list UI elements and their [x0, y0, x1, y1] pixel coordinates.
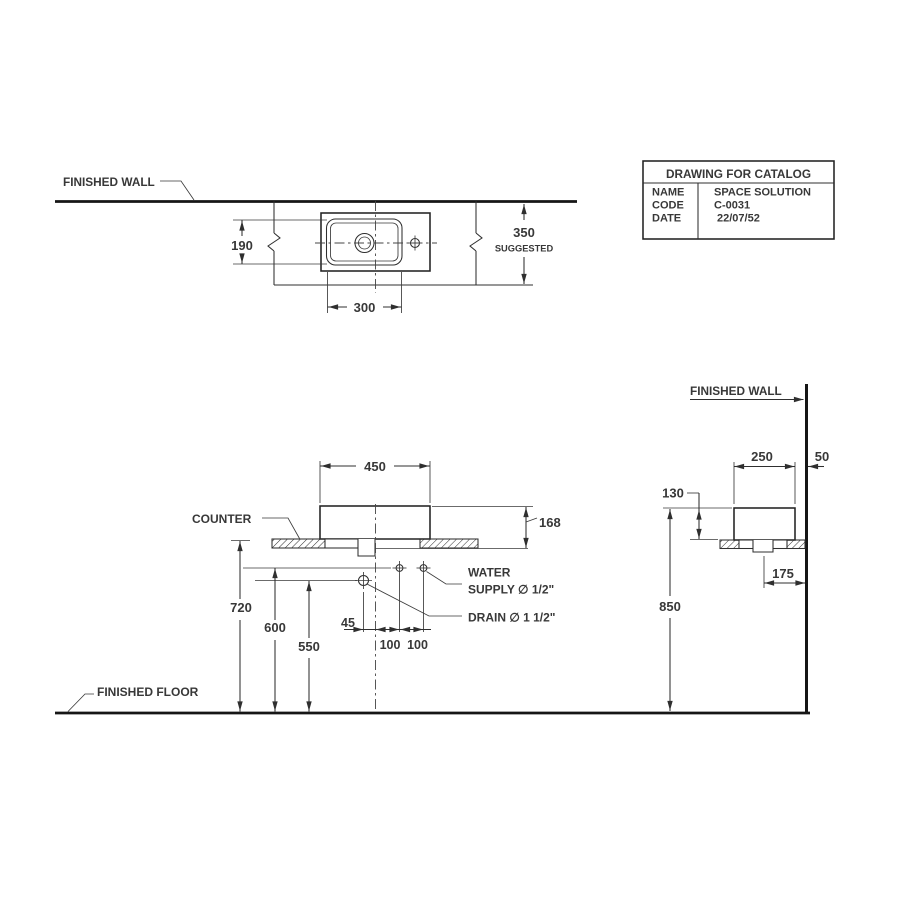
- title-block: DRAWING FOR CATALOG NAME SPACE SOLUTION …: [642, 160, 835, 240]
- finished-floor-leader: [67, 693, 94, 712]
- title-row-value: SPACE SOLUTION: [714, 187, 811, 199]
- finished-floor-label: FINISHED FLOOR: [97, 685, 199, 699]
- front-view: COUNTER 450 168: [55, 459, 810, 715]
- svg-text:100: 100: [407, 638, 428, 652]
- dim-total-height-168: 168: [432, 506, 561, 548]
- side-view: FINISHED WALL 250 50 130: [659, 384, 829, 713]
- dim-basin-depth-190: 190: [231, 219, 327, 265]
- svg-text:190: 190: [231, 238, 253, 253]
- svg-text:SUGGESTED: SUGGESTED: [495, 244, 554, 254]
- title-row-label: CODE: [652, 200, 684, 212]
- water-supply-leader: [426, 571, 462, 585]
- svg-text:720: 720: [230, 600, 252, 615]
- dim-basin-width-300: 300: [327, 272, 402, 315]
- counter-cutout-side-left: [738, 539, 754, 550]
- drain-stub-side: [752, 540, 774, 553]
- dim-sink-depth-250: 250: [733, 449, 796, 504]
- finished-wall-top-label: FINISHED WALL: [63, 175, 155, 189]
- svg-text:250: 250: [751, 449, 773, 464]
- title-row-label: DATE: [652, 213, 681, 225]
- drain-label: DRAIN ∅ 1 1/2": [468, 611, 556, 625]
- dim-install-depth-350: 350 SUGGESTED: [495, 204, 554, 284]
- svg-text:850: 850: [659, 599, 681, 614]
- counter-edge-right-break: [469, 201, 483, 285]
- svg-text:550: 550: [298, 639, 320, 654]
- basin-rim-inner: [330, 222, 399, 262]
- title-row-value: 22/07/52: [717, 213, 760, 225]
- counter-leader: [262, 517, 300, 539]
- sink-outline-plan: [320, 212, 431, 272]
- counter-section-hatch-right: [419, 538, 479, 549]
- sink-outline-side: [733, 507, 796, 541]
- drain-stub-front: [357, 539, 376, 557]
- dim-offsets-45-100-100: 45 100 100: [341, 616, 431, 652]
- svg-text:100: 100: [380, 638, 401, 652]
- basin-rim-outer: [325, 218, 403, 266]
- counter-hatch-side-left: [719, 539, 740, 550]
- water-supply-label-line1: WATER: [468, 566, 511, 580]
- counter-cutout-front: [324, 538, 359, 549]
- counter-edge-left-break: [267, 201, 281, 285]
- dim-wall-gap-50: 50: [808, 449, 829, 470]
- dim-supply-height-600: 600: [264, 568, 286, 712]
- drain-leader: [366, 583, 462, 617]
- sink-outline-front: [319, 505, 431, 540]
- svg-text:50: 50: [815, 449, 829, 464]
- svg-text:168: 168: [539, 515, 561, 530]
- drain-symbol: [355, 572, 372, 589]
- title-block-header: DRAWING FOR CATALOG: [666, 167, 811, 181]
- dim-drain-to-wall-175: 175: [763, 556, 805, 588]
- svg-text:450: 450: [364, 459, 386, 474]
- dim-rim-above-counter-130: 130: [662, 486, 732, 540]
- svg-text:350: 350: [513, 225, 535, 240]
- svg-text:600: 600: [264, 620, 286, 635]
- dim-counter-height-720: 720: [230, 540, 252, 712]
- svg-text:45: 45: [341, 616, 355, 630]
- counter-label: COUNTER: [192, 512, 252, 526]
- svg-text:130: 130: [662, 486, 684, 501]
- dim-drain-height-550: 550: [298, 581, 320, 712]
- finished-wall-top-leader: [160, 180, 195, 201]
- water-supply-label-line2: SUPPLY ∅ 1/2": [468, 583, 554, 597]
- svg-text:300: 300: [354, 300, 376, 315]
- counter-hatch-side-right: [786, 539, 806, 550]
- dim-rim-height-850: 850: [659, 509, 681, 711]
- dim-sink-width-450: 450: [319, 459, 431, 503]
- svg-text:175: 175: [772, 566, 794, 581]
- finished-wall-right-label: FINISHED WALL: [690, 384, 782, 398]
- title-row-label: NAME: [652, 187, 684, 199]
- water-supply-symbol: [392, 561, 431, 575]
- title-row-value: C-0031: [714, 200, 750, 212]
- counter-section-hatch-left: [271, 538, 326, 549]
- top-view: FINISHED WALL: [55, 175, 577, 315]
- counter-cutout-side-right: [772, 539, 788, 550]
- title-block-border: [642, 160, 835, 240]
